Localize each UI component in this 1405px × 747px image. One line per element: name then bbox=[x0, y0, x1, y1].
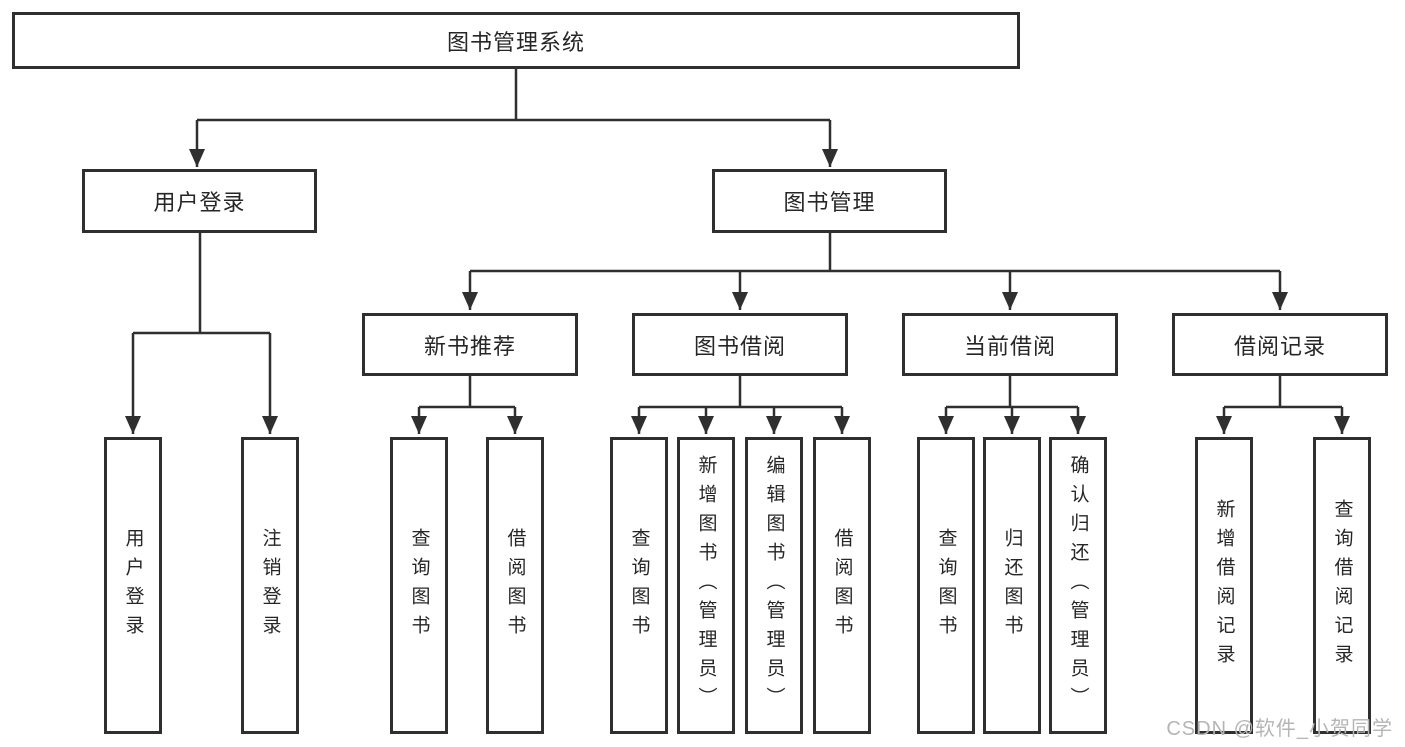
csdn-watermark: CSDN @软件_小贺同学 bbox=[1166, 718, 1393, 740]
node-new-book-recommend-label: 新书推荐 bbox=[423, 333, 516, 359]
leaf-records-add-record: 新增借阅记录 bbox=[1195, 437, 1253, 734]
node-root-label: 图书管理系统 bbox=[446, 29, 585, 55]
node-current-borrow: 当前借阅 bbox=[902, 313, 1118, 376]
leaf-borrow-query-books: 查询图书 bbox=[610, 437, 668, 734]
node-root-system: 图书管理系统 bbox=[12, 12, 1020, 69]
node-book-borrow-label: 图书借阅 bbox=[693, 333, 786, 359]
node-borrow-records-label: 借阅记录 bbox=[1233, 333, 1326, 359]
leaf-logout: 注销登录 bbox=[241, 437, 299, 734]
node-current-borrow-label: 当前借阅 bbox=[963, 333, 1056, 359]
node-user-login: 用户登录 bbox=[82, 169, 317, 233]
node-user-login-label: 用户登录 bbox=[153, 190, 246, 215]
leaf-borrow-edit-books-admin-label: 编辑图书（管理员） bbox=[763, 455, 785, 716]
leaf-recommend-query-books: 查询图书 bbox=[390, 437, 448, 734]
leaf-current-confirm-return-admin: 确认归还（管理员） bbox=[1049, 437, 1107, 734]
leaf-current-query-books: 查询图书 bbox=[917, 437, 975, 734]
node-book-management-label: 图书管理 bbox=[783, 190, 876, 215]
leaf-recommend-query-books-label: 查询图书 bbox=[408, 527, 430, 644]
leaf-records-query-record-label: 查询借阅记录 bbox=[1331, 498, 1353, 673]
node-book-management: 图书管理 bbox=[712, 169, 947, 233]
node-book-borrow: 图书借阅 bbox=[632, 313, 848, 376]
node-new-book-recommend: 新书推荐 bbox=[362, 313, 578, 376]
leaf-borrow-add-books-admin-label: 新增图书（管理员） bbox=[695, 455, 717, 716]
leaf-borrow-query-books-label: 查询图书 bbox=[628, 527, 650, 644]
leaf-borrow-borrow-books: 借阅图书 bbox=[813, 437, 871, 734]
leaf-recommend-borrow-books: 借阅图书 bbox=[486, 437, 544, 734]
leaf-current-confirm-return-admin-label: 确认归还（管理员） bbox=[1067, 455, 1089, 716]
leaf-borrow-borrow-books-label: 借阅图书 bbox=[831, 527, 853, 644]
leaf-recommend-borrow-books-label: 借阅图书 bbox=[504, 527, 526, 644]
leaf-current-query-books-label: 查询图书 bbox=[935, 527, 957, 644]
leaf-current-return-books-label: 归还图书 bbox=[1001, 527, 1023, 644]
leaf-user-login: 用户登录 bbox=[104, 437, 162, 734]
leaf-user-login-label: 用户登录 bbox=[122, 527, 144, 644]
leaf-logout-label: 注销登录 bbox=[259, 527, 281, 644]
leaf-current-return-books: 归还图书 bbox=[983, 437, 1041, 734]
leaf-borrow-edit-books-admin: 编辑图书（管理员） bbox=[745, 437, 803, 734]
leaf-records-add-record-label: 新增借阅记录 bbox=[1213, 498, 1235, 673]
leaf-borrow-add-books-admin: 新增图书（管理员） bbox=[677, 437, 735, 734]
node-borrow-records: 借阅记录 bbox=[1172, 313, 1388, 376]
leaf-records-query-record: 查询借阅记录 bbox=[1313, 437, 1371, 734]
